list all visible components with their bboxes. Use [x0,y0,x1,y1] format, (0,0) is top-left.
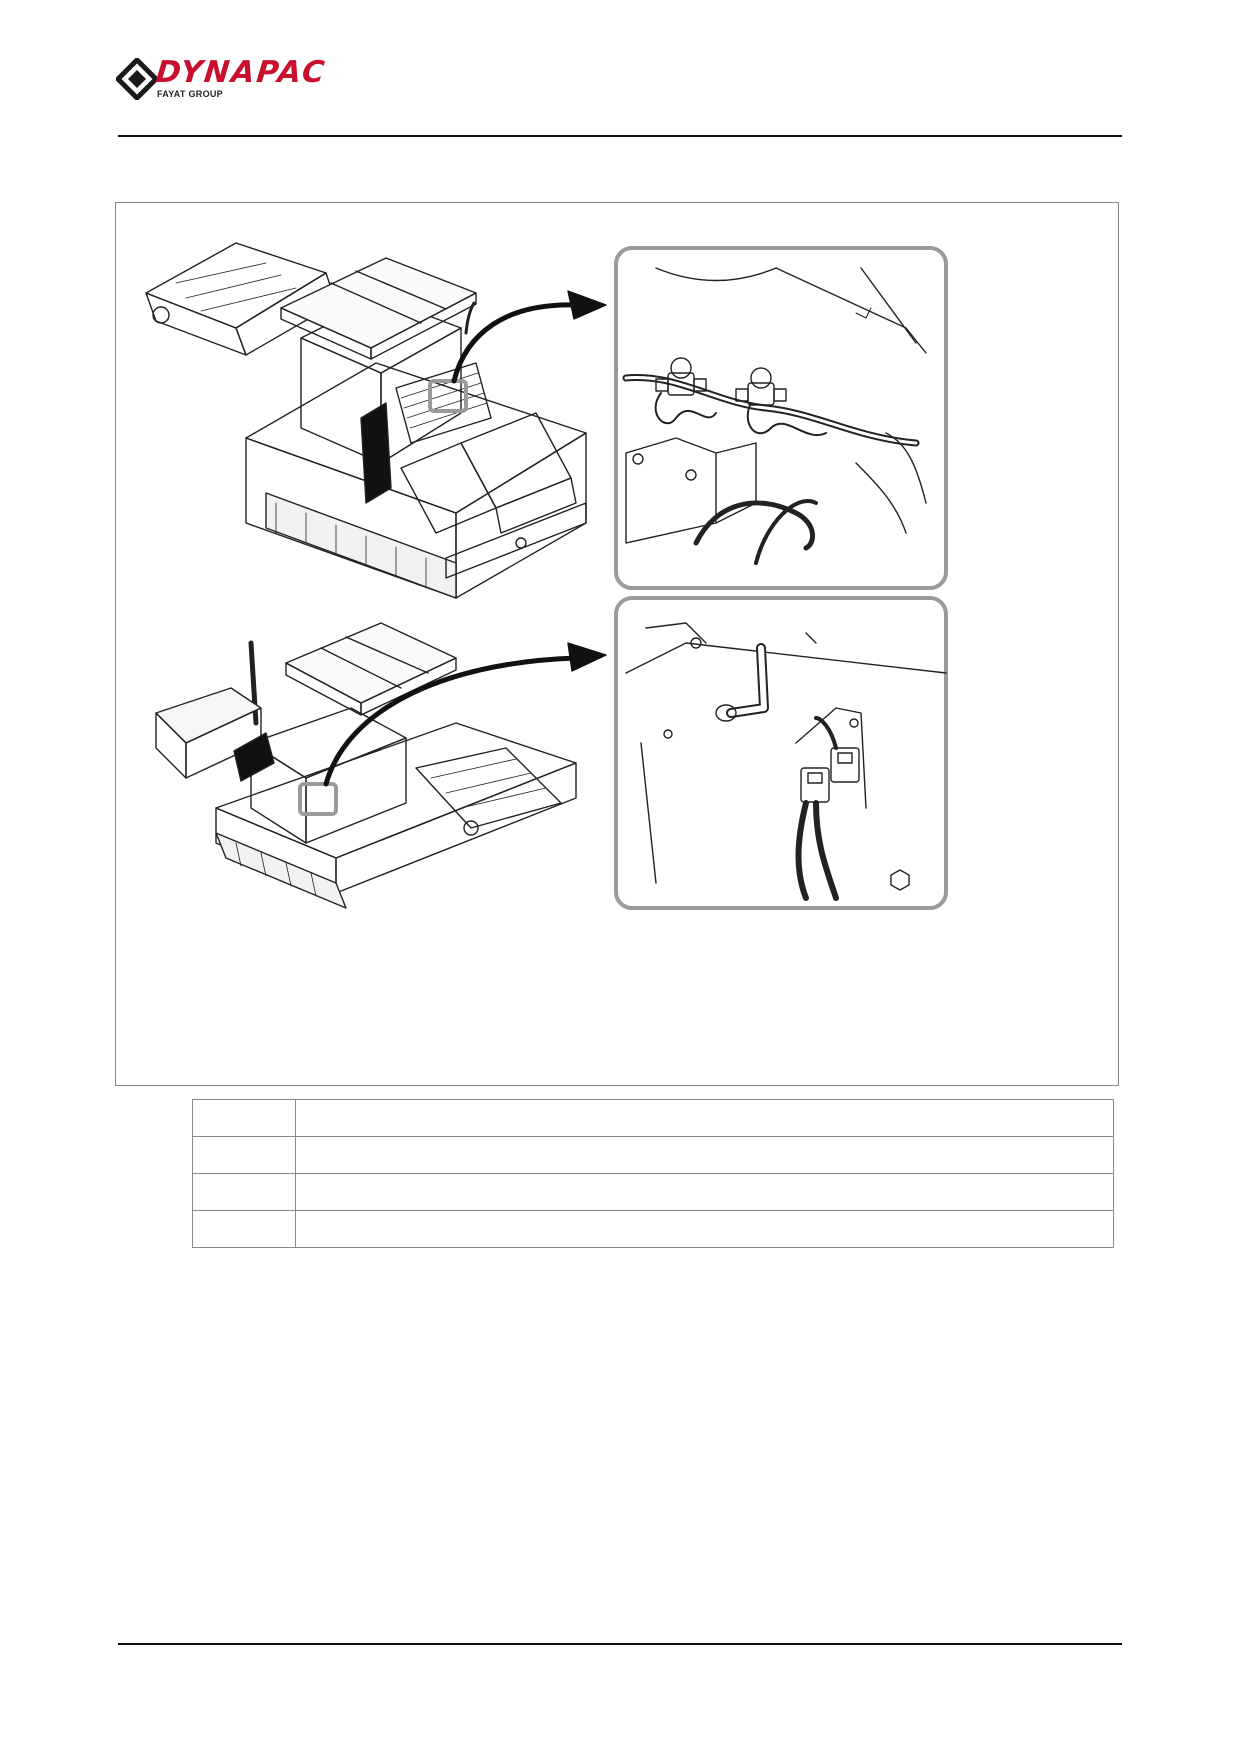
bottom-callout-arrow [567,642,607,672]
legend-key [192,1210,296,1248]
legend-row [192,1099,1114,1137]
brand-name: DYNAPAC [154,55,329,90]
dynapac-logo: DYNAPAC FAYAT GROUP [116,54,416,102]
legend-row [192,1173,1114,1211]
paver-rear-view [145,242,607,599]
legend-key [192,1099,296,1137]
bottom-connector-upper [830,747,860,783]
legend-text [295,1173,1114,1211]
top-callout-arrow [567,290,607,320]
technical-illustration [145,242,948,910]
legend-text [295,1210,1114,1248]
legend-text [295,1099,1114,1137]
legend-table [192,1099,1114,1248]
top-connector-left [655,357,707,396]
engine-wiring-harness-detail [614,246,948,590]
top-callout-box [428,379,468,413]
connector-bracket-detail [614,596,948,910]
paver-side-view [155,622,607,909]
brand-subtitle: FAYAT GROUP [157,89,223,99]
legend-row [192,1210,1114,1248]
header-rule [118,135,1122,137]
legend-key [192,1136,296,1174]
legend-key [192,1173,296,1211]
dynapac-diamond-icon [116,58,158,100]
top-connector-right [735,367,787,406]
legend-row [192,1136,1114,1174]
bottom-callout-box [298,782,338,816]
figure-frame [115,202,1119,1086]
legend-text [295,1136,1114,1174]
footer-rule [118,1643,1122,1645]
